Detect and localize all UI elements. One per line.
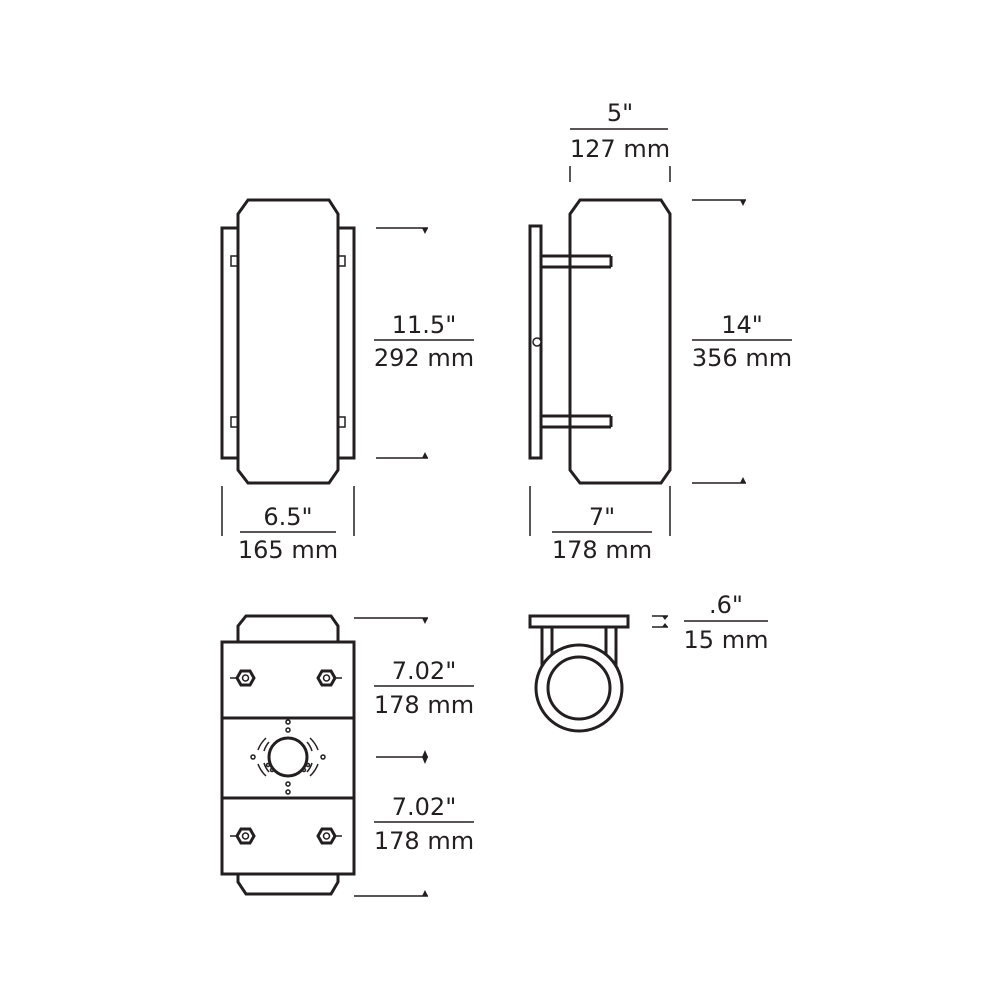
- side-top-width-in: 5": [607, 99, 633, 127]
- front-width-mm: 165 mm: [238, 536, 338, 564]
- front-width-dimension: 6.5" 165 mm: [221, 486, 355, 564]
- front-clip: [230, 416, 239, 428]
- top-offset-in: .6": [709, 591, 743, 619]
- front-clip: [230, 255, 239, 267]
- top-view: [528, 614, 630, 733]
- side-height-dimension: 14" 356 mm: [692, 199, 792, 484]
- side-height-in: 14": [721, 311, 763, 339]
- side-view: [528, 198, 672, 485]
- front-view: [220, 198, 356, 485]
- side-depth-in: 7": [589, 503, 615, 531]
- back-lower-dimension: 7.02" 178 mm: [374, 793, 474, 855]
- front-height-dimension: 11.5" 292 mm: [374, 227, 474, 459]
- back-dimension-lines: [354, 617, 428, 897]
- hex-nut: [230, 669, 256, 687]
- side-top-width-mm: 127 mm: [570, 135, 670, 163]
- back-upper-mm: 178 mm: [374, 691, 474, 719]
- mounting-plate: [250, 719, 326, 795]
- top-offset-mm: 15 mm: [684, 626, 769, 654]
- front-housing: [236, 198, 340, 485]
- hex-nut: [316, 827, 342, 845]
- side-screw: [532, 337, 542, 347]
- hex-nut: [230, 827, 256, 845]
- back-bottom-cap: [236, 872, 340, 896]
- back-upper-in: 7.02": [392, 657, 456, 685]
- side-top-width-dimension: 5" 127 mm: [569, 99, 671, 182]
- side-height-mm: 356 mm: [692, 344, 792, 372]
- hex-nut: [316, 669, 342, 687]
- back-lower-in: 7.02": [392, 793, 456, 821]
- side-housing: [568, 198, 672, 485]
- top-offset-dimension: .6" 15 mm: [652, 591, 768, 654]
- front-height-in: 11.5": [392, 311, 456, 339]
- front-clip: [337, 416, 346, 428]
- front-height-mm: 292 mm: [374, 344, 474, 372]
- back-upper-dimension: 7.02" 178 mm: [374, 657, 474, 719]
- back-lower-mm: 178 mm: [374, 827, 474, 855]
- side-depth-dimension: 7" 178 mm: [529, 486, 671, 564]
- front-clip: [337, 255, 346, 267]
- front-width-in: 6.5": [263, 503, 312, 531]
- top-backplate: [528, 614, 630, 629]
- back-top-cap: [236, 614, 340, 644]
- side-depth-mm: 178 mm: [552, 536, 652, 564]
- top-housing-inner: [546, 655, 612, 721]
- back-view: [220, 614, 356, 896]
